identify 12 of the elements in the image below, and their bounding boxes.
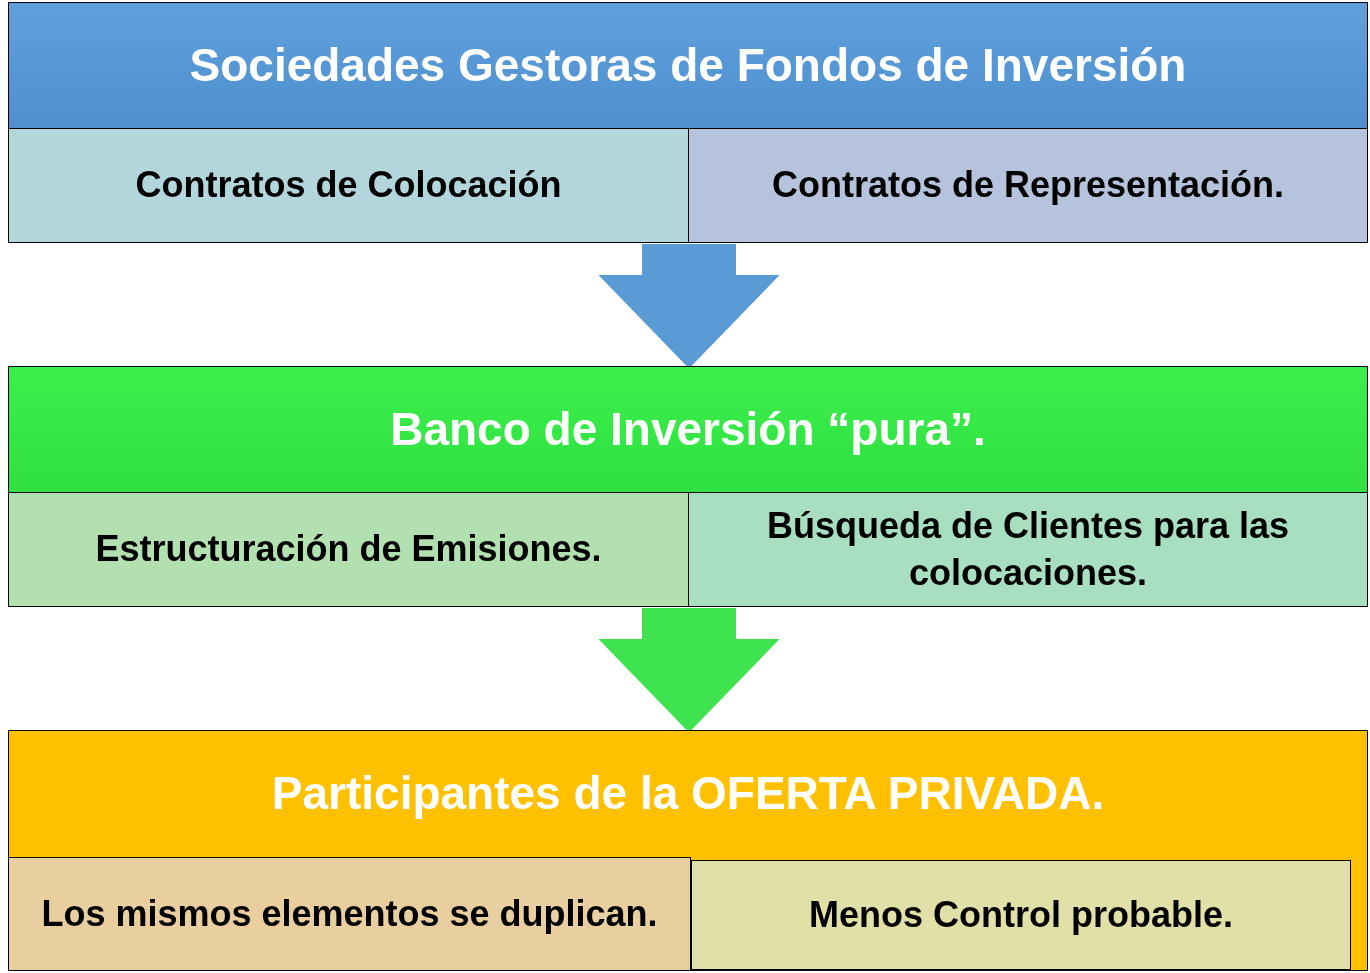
tier-panel [8,2,1368,243]
sub-item-box: Estructuración de Emisiones. [9,493,689,606]
sub-item-box: Los mismos elementos se duplican. [8,857,691,971]
sub-item-box: Menos Control probable. [691,860,1351,970]
sub-item-box: Búsqueda de Clientes para las colocaciones. [689,493,1367,606]
tier-heading: Participantes de la OFERTA PRIVADA. [270,766,1106,821]
tier-heading: Sociedades Gestoras de Fondos de Inversión [9,3,1367,129]
sub-item-box: Contratos de Colocación [9,129,689,242]
tier-panel [8,730,1368,971]
sub-item-box: Contratos de Representación. [689,129,1367,242]
tier-panel [8,366,1368,607]
tier-heading: Banco de Inversión “pura”. [9,367,1367,493]
